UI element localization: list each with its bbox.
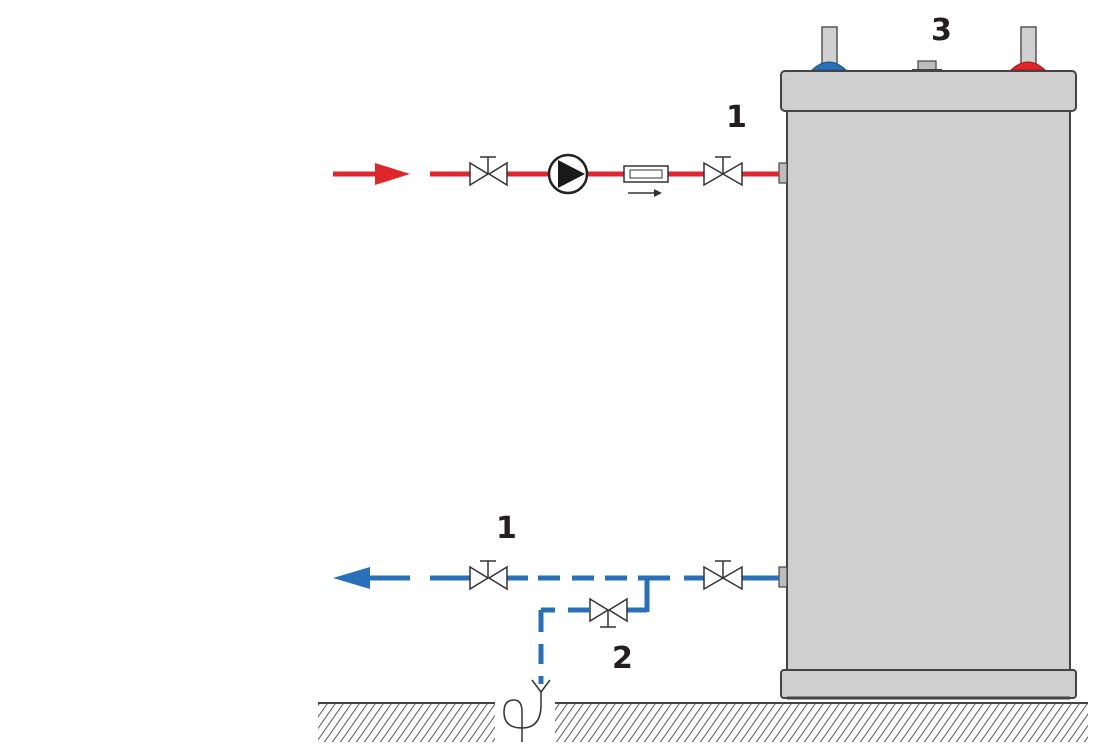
tank-bottom-plinth	[780, 669, 1077, 699]
floor-hatch-left	[318, 704, 495, 742]
callout-label-valve-cold: 1	[496, 511, 517, 546]
cold-connection-pipe-top	[821, 26, 838, 68]
hot-inlet-stub	[778, 162, 788, 184]
hot-connection-collar	[1009, 61, 1047, 71]
hot-flow-arrow-icon	[375, 163, 410, 185]
shutoff-valve-icon	[703, 560, 743, 591]
storage-tank	[778, 26, 1077, 700]
circulation-pump-icon	[547, 153, 589, 195]
drain-valve-icon	[589, 597, 628, 628]
shutoff-valve-icon	[469, 156, 508, 187]
inline-filter-icon	[623, 165, 669, 197]
siphon-drain-icon	[503, 679, 551, 742]
cold-connection-collar	[810, 61, 848, 71]
top-port-nut	[917, 60, 937, 71]
callout-label-top-port: 3	[931, 13, 952, 48]
hot-connection-pipe-top	[1020, 26, 1037, 68]
tank-top-cap	[780, 70, 1077, 112]
callout-label-valve-hot: 1	[726, 100, 747, 135]
tank-body	[786, 110, 1071, 671]
shutoff-valve-icon	[469, 560, 508, 591]
cold-flow-line	[333, 560, 779, 742]
ground	[318, 702, 1088, 742]
cold-flow-arrow-icon	[333, 567, 370, 589]
callout-label-drain-valve: 2	[612, 641, 633, 676]
floor-hatch-right	[555, 704, 1088, 742]
shutoff-valve-icon	[703, 156, 743, 187]
hot-flow-line	[333, 153, 779, 197]
cold-outlet-stub	[778, 566, 788, 588]
